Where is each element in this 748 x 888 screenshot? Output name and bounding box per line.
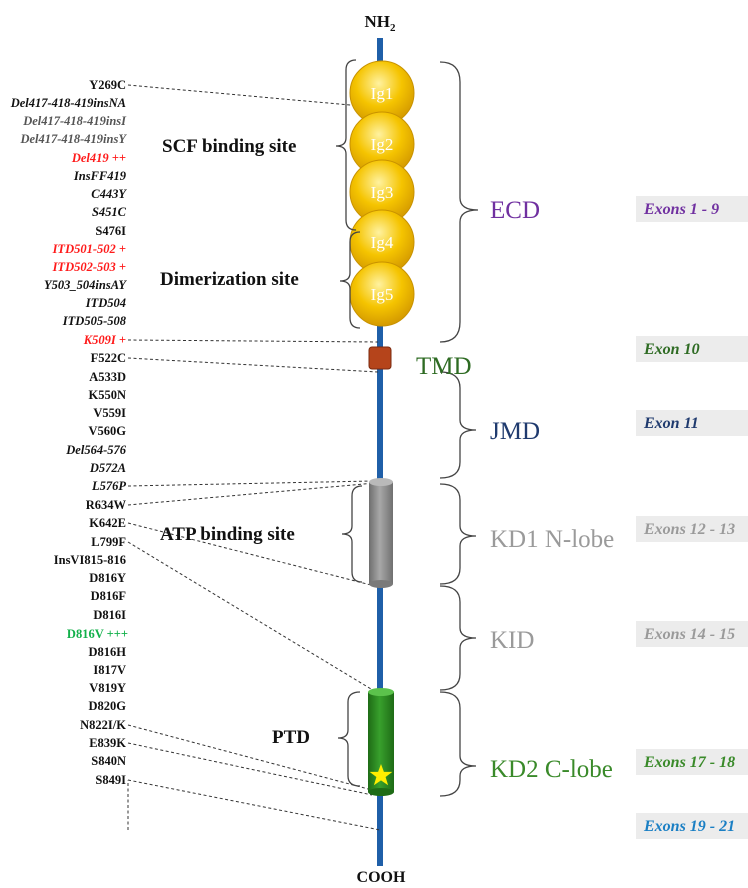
mutation-y269c: Y269C xyxy=(89,78,126,92)
mutation-itd502-503: ITD502-503 + xyxy=(52,260,126,274)
ig-domain-label: Ig2 xyxy=(371,135,394,154)
mutation-f522c: F522C xyxy=(91,351,126,365)
mutation-d816y: D816Y xyxy=(89,571,126,585)
kd1-n-lobe-cylinder xyxy=(369,478,393,588)
mutation-e839k: E839K xyxy=(89,736,126,750)
mutation-d816h: D816H xyxy=(89,645,127,659)
ig-domain-2: Ig2 xyxy=(349,111,415,177)
mutation-l799f: L799F xyxy=(91,535,126,549)
exon-label: Exons 1 - 9 xyxy=(643,201,719,218)
domain-ecd-label: ECD xyxy=(490,197,540,224)
mutation-s840n: S840N xyxy=(91,754,126,768)
domain-tmd-label: TMD xyxy=(416,353,472,380)
mutation-insff419: InsFF419 xyxy=(73,169,127,183)
mutation-s476i: S476I xyxy=(95,224,126,238)
mutation-itd501-502: ITD501-502 + xyxy=(52,242,126,256)
mutation-l576p: L576P xyxy=(91,479,126,493)
mutation-c443y: C443Y xyxy=(91,187,127,201)
domain-kd2-label: KD2 C-lobe xyxy=(490,756,613,783)
domain-kd1-label: KD1 N-lobe xyxy=(490,526,614,553)
exon-box-kid: Exons 14 - 15 xyxy=(636,621,748,647)
mutation-s451c: S451C xyxy=(92,205,127,219)
mutation-v559i: V559I xyxy=(93,406,126,420)
ecd-brace xyxy=(439,61,479,343)
mutation-v819y: V819Y xyxy=(89,681,126,695)
exon-box-tail: Exons 19 - 21 xyxy=(636,813,748,839)
kd2-brace xyxy=(439,691,477,797)
mutation-k550n: K550N xyxy=(89,388,127,402)
mutation-del419: Del419 ++ xyxy=(71,151,126,165)
ig-domain-label: Ig3 xyxy=(371,183,394,202)
scf-site-brace xyxy=(335,59,357,231)
jmd-brace xyxy=(439,371,477,479)
c-terminus-label: COOH xyxy=(357,869,406,886)
mutation-v560g: V560G xyxy=(89,424,127,438)
ptd-label: PTD xyxy=(272,727,310,748)
exon-label: Exon 10 xyxy=(643,341,700,358)
exon-label: Exons 19 - 21 xyxy=(643,818,735,835)
mutation-s849i: S849I xyxy=(95,773,126,787)
connector-line xyxy=(127,779,381,831)
exon-box-ecd: Exons 1 - 9 xyxy=(636,196,748,222)
exon-label: Exons 17 - 18 xyxy=(643,754,735,771)
mutation-d816v: D816V +++ xyxy=(67,627,128,641)
mutation-del417-418-419insy: Del417-418-419insY xyxy=(19,132,127,146)
mutation-connectors xyxy=(127,84,384,831)
connector-line xyxy=(127,541,377,693)
connector-line xyxy=(127,482,376,506)
connector-line xyxy=(127,84,384,109)
ig-domain-label: Ig5 xyxy=(371,285,394,304)
mutation-del564-576: Del564-576 xyxy=(65,443,126,457)
mutation-d572a: D572A xyxy=(89,461,126,475)
tmd-segment xyxy=(368,346,392,370)
mutation-d820g: D820G xyxy=(89,699,127,713)
mutation-y503-504insay: Y503_504insAY xyxy=(44,278,127,292)
ptd-site-brace xyxy=(337,691,361,787)
n-terminus-label: NH2 xyxy=(365,12,397,34)
atp-site-brace xyxy=(341,485,363,583)
kd1-brace xyxy=(439,483,477,585)
mutation-insvi815-816: InsVI815-816 xyxy=(54,553,126,567)
mutation-list: Y269C Del417-418-419insNA Del417-418-419in… xyxy=(10,78,128,787)
mutation-n822i-k: N822I/K xyxy=(80,718,126,732)
exon-box-jmd: Exon 11 xyxy=(636,410,748,436)
star-icon xyxy=(369,764,393,786)
ig-domain-label: Ig1 xyxy=(371,84,394,103)
exon-box-kd2: Exons 17 - 18 xyxy=(636,749,748,775)
mutation-d816i: D816I xyxy=(93,608,126,622)
exon-box-kd1: Exons 12 - 13 xyxy=(636,516,748,542)
scf-binding-site-label: SCF binding site xyxy=(162,136,296,157)
connector-line xyxy=(127,742,373,796)
exon-labels: Exons 1 - 9 Exon 10 Exon 11 Exons 12 - 13 Ex… xyxy=(636,196,748,839)
mutation-i817v: I817V xyxy=(93,663,126,677)
exon-label: Exon 11 xyxy=(643,415,699,432)
dimerization-site-brace xyxy=(339,231,361,329)
mutation-del417-418-419insna: Del417-418-419insNA xyxy=(10,96,126,110)
mutation-r634w: R634W xyxy=(86,498,127,512)
domain-jmd-label: JMD xyxy=(490,418,540,445)
exon-label: Exons 14 - 15 xyxy=(643,626,735,643)
mutation-k642e: K642E xyxy=(89,516,126,530)
mutation-a533d: A533D xyxy=(89,370,126,384)
connector-line xyxy=(127,357,379,373)
mutation-del417-418-419insi: Del417-418-419insI xyxy=(22,114,127,128)
exon-label: Exons 12 - 13 xyxy=(643,521,735,538)
domain-kid-label: KID xyxy=(490,627,534,654)
connector-line xyxy=(127,724,373,791)
mutation-itd505-508: ITD505-508 xyxy=(62,314,127,328)
ig-domain-5: Ig5 xyxy=(349,261,415,327)
connector-line xyxy=(127,339,379,343)
connector-line xyxy=(127,480,373,487)
dimerization-site-label: Dimerization site xyxy=(160,269,299,290)
mutation-itd504: ITD504 xyxy=(85,296,126,310)
mutation-k509i: K509I + xyxy=(83,333,126,347)
kid-brace xyxy=(439,585,477,691)
ig-domain-label: Ig4 xyxy=(371,233,394,252)
exon-box-tmd: Exon 10 xyxy=(636,336,748,362)
mutation-d816f: D816F xyxy=(91,589,127,603)
atp-binding-site-label: ATP binding site xyxy=(160,524,295,545)
